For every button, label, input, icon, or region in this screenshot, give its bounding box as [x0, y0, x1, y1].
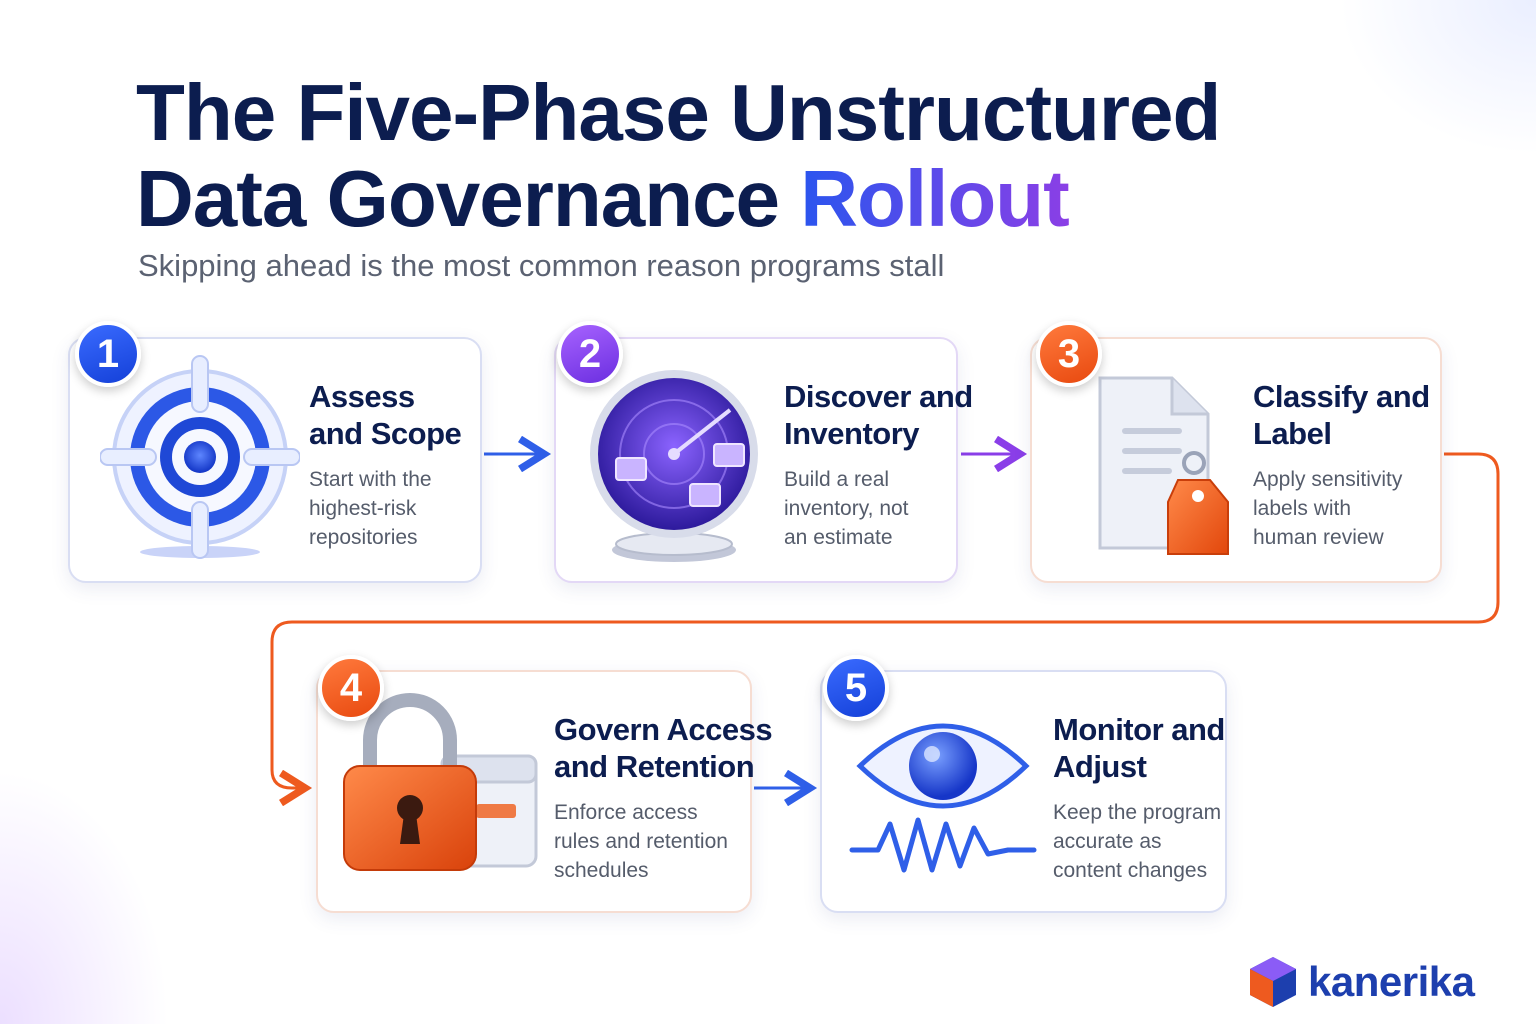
- phase-number-badge: 5: [823, 655, 889, 721]
- radar-icon: [590, 370, 758, 562]
- title-highlight: Rollout: [800, 154, 1069, 243]
- arrow-3-to-4: [270, 452, 1500, 788]
- brand-name: kanerika: [1308, 958, 1475, 1005]
- eye-icon: [849, 723, 1037, 873]
- phase-number-badge: 4: [318, 655, 384, 721]
- document-tag-icon: [1098, 376, 1229, 555]
- page-subtitle: Skipping ahead is the most common reason…: [138, 248, 945, 283]
- phase-number-badge: 3: [1036, 321, 1102, 387]
- brand-logo: kanerika: [1248, 955, 1475, 1009]
- padlock-icon: [343, 693, 538, 871]
- cube-logo-icon: [1250, 957, 1296, 1007]
- target-icon: [100, 355, 300, 559]
- phase-number-badge: 1: [75, 321, 141, 387]
- phase-card-5: [820, 670, 1227, 913]
- phase-number-badge: 2: [557, 321, 623, 387]
